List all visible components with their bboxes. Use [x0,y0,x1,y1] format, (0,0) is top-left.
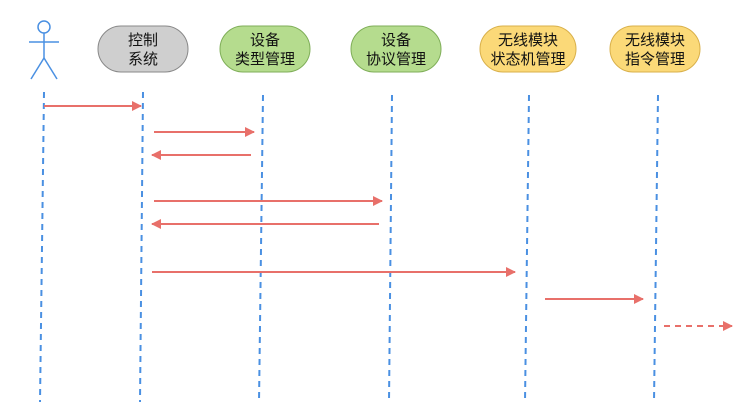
participant-label: 协议管理 [366,50,426,68]
participant-box [350,25,442,73]
participant-label: 无线模块 [625,31,685,49]
participant-box [609,25,701,73]
participant-label: 设备 [250,31,280,49]
participant-label: 系统 [128,50,158,68]
lifeline-wireless-command [653,94,659,403]
lifeline-wireless-state [524,94,530,403]
lifeline-device-type [258,94,264,403]
participant-label: 设备 [381,31,411,49]
participant-wireless-command: 无线模块 指令管理 [609,25,701,73]
participant-label: 无线模块 [498,31,558,49]
lifeline-control [139,91,144,403]
participant-label: 控制 [128,31,158,49]
actor-icon [29,20,59,80]
participant-box [219,25,311,73]
participant-device-protocol: 设备 协议管理 [350,25,442,73]
participant-box [97,25,189,73]
lifeline-user [39,91,45,403]
participant-label: 指令管理 [625,50,685,68]
participant-device-type: 设备 类型管理 [219,25,311,73]
lifeline-device-protocol [388,94,393,403]
participant-wireless-state: 无线模块 状态机管理 [479,25,577,73]
participant-label: 状态机管理 [490,50,565,68]
participant-box [479,25,577,73]
participant-label: 类型管理 [235,50,295,68]
participant-control: 控制 系统 [97,25,189,73]
